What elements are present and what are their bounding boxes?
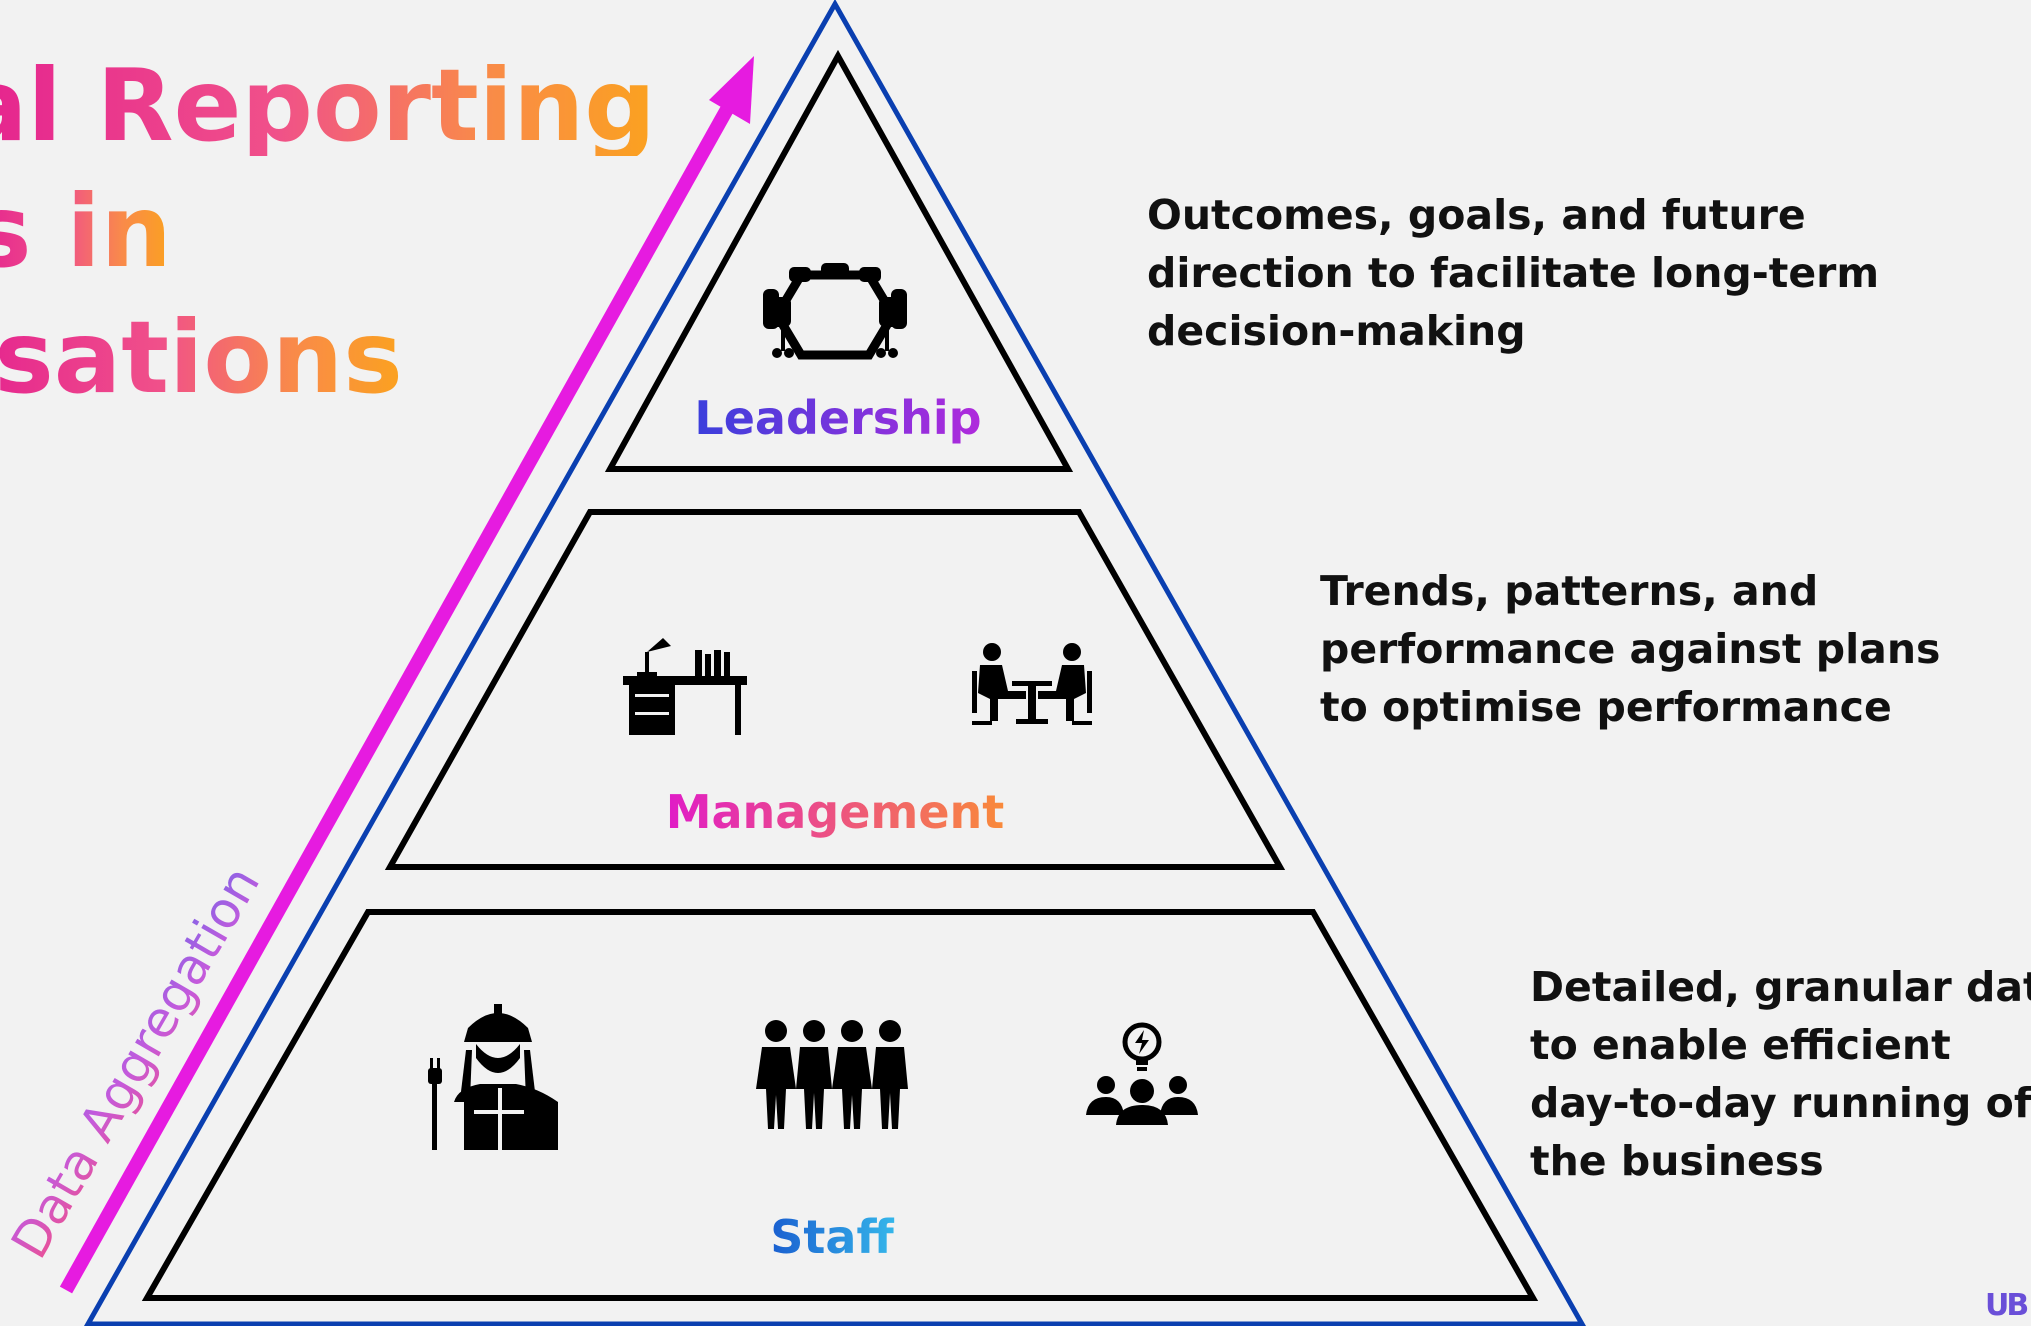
tier-label-management: Management	[666, 785, 1005, 839]
outer-triangle	[83, 0, 1587, 1326]
electrician-worker-icon	[428, 1004, 558, 1150]
description-line: decision-making	[1147, 307, 1526, 355]
description-line: to enable efficient	[1530, 1021, 1951, 1069]
brand-logo: UB	[1985, 1288, 2029, 1323]
tier-label-leadership: Leadership	[694, 391, 981, 445]
idea-group-icon	[1086, 1022, 1198, 1125]
description-line: performance against plans	[1320, 625, 1941, 673]
data-aggregation-arrow	[59, 56, 754, 1294]
leadership-description: Outcomes, goals, and future direction to…	[1147, 186, 1879, 360]
office-desk-icon	[623, 638, 747, 735]
description-line: Detailed, granular data	[1530, 963, 2031, 1011]
description-line: day-to-day running of	[1530, 1079, 2031, 1127]
boardroom-table-icon	[763, 263, 907, 360]
description-line: Trends, patterns, and	[1320, 567, 1819, 615]
description-line: the business	[1530, 1137, 1824, 1185]
tier-leadership: Leadership	[604, 49, 1074, 472]
description-line: to optimise performance	[1320, 683, 1892, 731]
data-aggregation-label: Data Aggregation	[0, 857, 271, 1268]
tier-staff: Staff	[141, 909, 1539, 1301]
title-line-2: s in	[0, 182, 172, 282]
description-line: Outcomes, goals, and future	[1147, 191, 1806, 239]
title-line-1: al Reporting	[0, 56, 656, 156]
title-line-3: isations	[0, 308, 403, 408]
tier-label-staff: Staff	[770, 1210, 894, 1264]
staff-description: Detailed, granular data to enable effici…	[1530, 958, 2031, 1190]
description-line: direction to facilitate long-term	[1147, 249, 1880, 297]
management-description: Trends, patterns, and performance agains…	[1320, 562, 1940, 736]
team-people-icon	[756, 1020, 908, 1129]
tier-management: Management	[384, 509, 1286, 870]
meeting-icon	[972, 643, 1092, 725]
